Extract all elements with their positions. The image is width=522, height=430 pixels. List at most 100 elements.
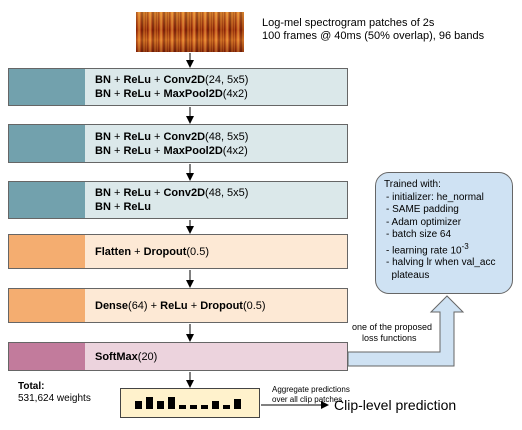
layer-name: ReLu [160,299,188,312]
training-title: Trained with: [384,179,441,190]
layer-param: + [187,299,201,312]
layer-name: Dropout [200,299,243,312]
prediction-bar [135,401,142,409]
conv-block-1: BN + ReLu + Conv2D(24, 5x5)BN + ReLu + M… [8,68,348,106]
flatten-block-tab [9,235,85,268]
prediction-bar [212,401,219,409]
prediction-bar [190,405,197,409]
layer-param: + [131,245,144,258]
spectrogram-image [136,12,244,52]
layer-param: + [150,187,164,199]
aggregate-line1: Aggregate predictions [272,385,350,394]
softmax-block-text: SoftMax(20) [85,343,347,370]
layer-param: (48, 5x5) [205,187,249,199]
layer-name: BN [95,74,111,86]
prediction-bar [146,397,153,409]
layer-line: BN + ReLu [95,200,347,214]
prediction-bar [157,401,164,409]
training-item: - SAME padding [386,204,459,215]
layer-param: (48, 5x5) [205,130,249,143]
softmax-block-tab [9,343,85,370]
conv-block-3: BN + ReLu + Conv2D(48, 5x5)BN + ReLu [8,181,348,219]
layer-param: + [150,130,164,143]
training-item: - halving lr when val_acc [386,257,496,269]
layer-name: BN [95,130,111,143]
softmax-block: SoftMax(20) [8,342,348,371]
loss-note-line2: loss functions [362,333,417,343]
layer-name: BN [95,144,111,157]
layer-param: (4x2) [222,88,248,100]
layer-line: SoftMax(20) [95,350,347,364]
conv-block-1-tab [9,69,85,105]
spectrogram-caption: Log-mel spectrogram patches of 2s 100 fr… [262,17,484,43]
layer-param: + [110,88,124,100]
spectrogram-caption-line1: Log-mel spectrogram patches of 2s [262,17,435,29]
dense-block-text: Dense(64) + ReLu + Dropout(0.5) [85,289,347,322]
dense-block-tab [9,289,85,322]
layer-name: BN [95,88,111,100]
layer-line: Dense(64) + ReLu + Dropout(0.5) [95,299,347,313]
layer-name: ReLu [123,74,151,86]
layer-name: Dropout [143,245,187,258]
prediction-bar [223,405,230,409]
loss-function-note: one of the proposed loss functions [352,322,432,344]
training-item: - initializer: he_normal [386,191,484,203]
layer-line: BN + ReLu + Conv2D(48, 5x5) [95,130,347,144]
clip-level-prediction-label: Clip-level prediction [334,397,457,413]
prediction-bar [179,405,186,409]
loss-note-line1: one of the proposed [352,322,433,332]
prediction-bar [168,397,175,409]
layer-name: Conv2D [163,187,206,199]
aggregate-line2: over all clip patches [272,395,343,404]
learning-rate-exponent: -3 [461,241,469,251]
layer-param: (0.5) [186,245,209,258]
spectrogram-caption-line2: 100 frames @ 40ms (50% overlap), 96 band… [262,30,485,42]
layer-param: + [150,144,164,157]
layer-param: + [150,74,164,86]
layer-param: (64) + [128,299,161,312]
training-item: - Adam optimizer [386,216,462,228]
layer-name: ReLu [123,88,151,100]
clip-predictions-box [120,388,260,418]
loss-function-arrow [347,295,465,367]
layer-name: Dense [95,299,129,312]
training-config-box: Trained with: - initializer: he_normal -… [375,172,513,294]
layer-line: BN + ReLu + Conv2D(48, 5x5) [95,186,347,200]
layer-param: + [150,88,164,100]
layer-param: (24, 5x5) [205,74,249,86]
conv-block-3-tab [9,182,85,218]
layer-line: Flatten + Dropout(0.5) [95,245,347,259]
aggregate-note: Aggregate predictions over all clip patc… [272,385,350,405]
layer-param: + [110,130,124,143]
conv-block-2: BN + ReLu + Conv2D(48, 5x5)BN + ReLu + M… [8,124,348,163]
layer-name: MaxPool2D [163,88,223,100]
conv-block-1-text: BN + ReLu + Conv2D(24, 5x5)BN + ReLu + M… [85,69,347,105]
total-value: 531,624 weights [18,393,91,404]
layer-param: + [110,201,124,213]
conv-block-3-text: BN + ReLu + Conv2D(48, 5x5)BN + ReLu [85,182,347,218]
layer-param: + [110,187,124,199]
layer-param: (20) [137,350,158,363]
layer-name: ReLu [123,144,151,157]
layer-name: ReLu [123,201,151,213]
layer-name: Flatten [95,245,132,258]
layer-name: SoftMax [95,350,138,363]
layer-param: + [110,74,124,86]
layer-name: BN [95,187,111,199]
prediction-bar [201,405,208,409]
prediction-bar [234,399,241,409]
layer-param: (4x2) [222,144,248,157]
layer-line: BN + ReLu + MaxPool2D(4x2) [95,87,347,101]
layer-line: BN + ReLu + Conv2D(24, 5x5) [95,73,347,87]
layer-name: Conv2D [163,74,206,86]
total-label: Total: [18,381,45,392]
conv-block-2-text: BN + ReLu + Conv2D(48, 5x5)BN + ReLu + M… [85,125,347,162]
learning-rate-text: - learning rate 10 [386,244,462,256]
layer-param: + [110,144,124,157]
total-weights: Total: 531,624 weights [18,381,91,405]
layer-name: ReLu [123,130,151,143]
conv-block-2-tab [9,125,85,162]
layer-name: BN [95,201,111,213]
flatten-block-text: Flatten + Dropout(0.5) [85,235,347,268]
